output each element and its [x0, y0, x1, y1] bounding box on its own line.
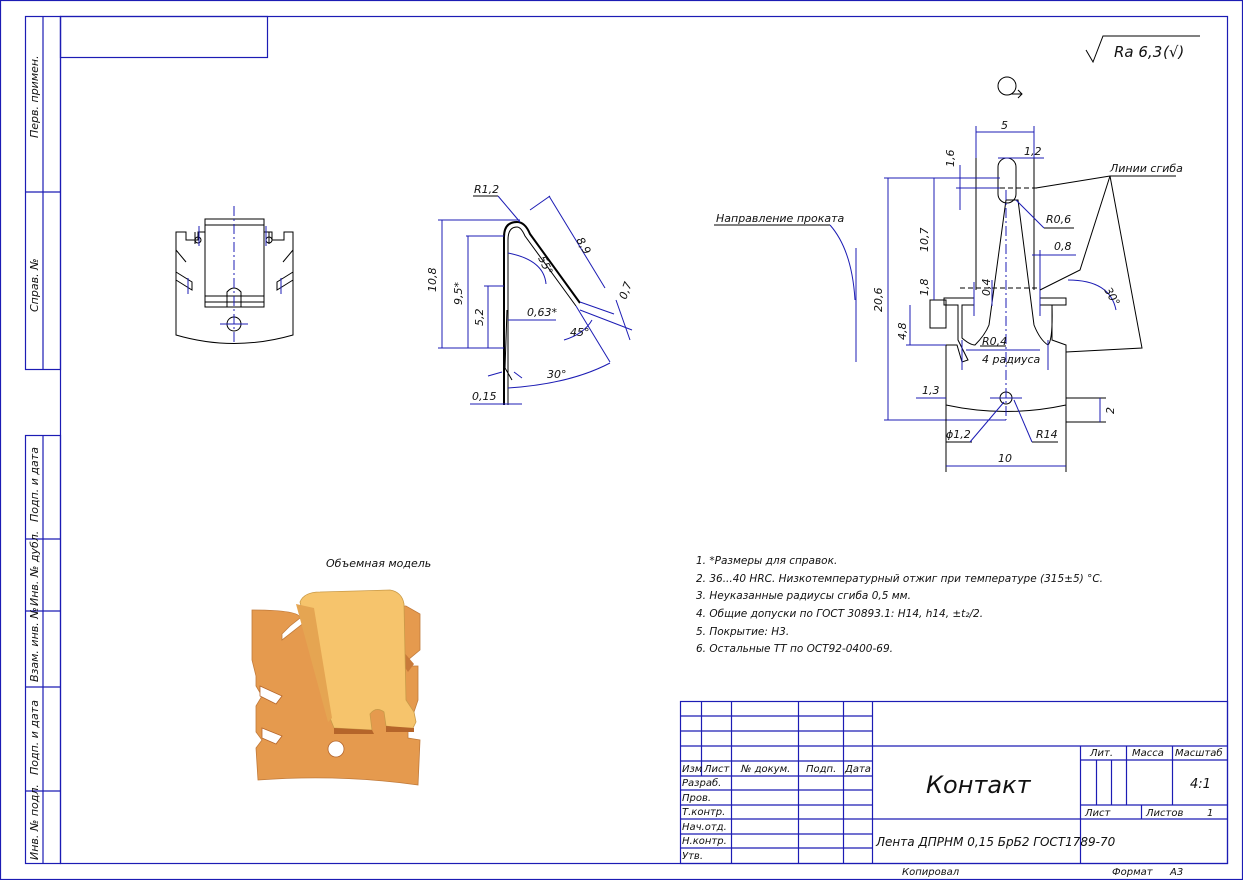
- sheet-label: Лист: [1084, 808, 1112, 819]
- dim-4-8: 4,8: [896, 323, 909, 341]
- col-list: Лист: [703, 764, 731, 775]
- col-podp: Подп.: [806, 764, 836, 775]
- dim-20-6: 20,6: [872, 288, 885, 313]
- role-utv: Утв.: [682, 851, 703, 862]
- title-block: Изм Лист № докум. Подп. Дата Разраб. Про…: [679, 700, 1229, 878]
- roughness-value: Ra 6,3: [1114, 43, 1162, 61]
- note-1: 1. *Размеры для справок.: [696, 555, 837, 567]
- podp-data-label-2: Подп. и дата: [28, 700, 41, 775]
- mass-label: Масса: [1132, 748, 1164, 759]
- roughness-mark: Ra 6,3 (√): [1085, 35, 1200, 64]
- perv-primen-label: Перв. примен.: [28, 55, 41, 138]
- format-label: Формат: [1112, 867, 1154, 878]
- bend-lines-label: Линии сгиба: [1109, 162, 1183, 175]
- rotation-symbol: [997, 76, 1017, 96]
- vzam-inv-label: Взам. инв. №: [28, 607, 41, 682]
- note-3: 3. Неуказанные радиусы сгиба 0,5 мм.: [696, 590, 911, 602]
- dim-10-7: 10,7: [918, 228, 931, 253]
- dim-30-deg: 30°: [547, 368, 567, 381]
- dim-0-63: 0,63*: [527, 306, 557, 319]
- part-name: Контакт: [926, 771, 1032, 799]
- rolling-direction-label: Направление проката: [716, 212, 845, 225]
- col-data: Дата: [844, 764, 871, 775]
- note-6: 6. Остальные ТТ по ОСТ92-0400-69.: [696, 643, 893, 655]
- dim-0-4: 0,4: [980, 279, 993, 297]
- dim-r1-2: R1,2: [474, 183, 499, 196]
- scale-value: 4:1: [1190, 777, 1211, 792]
- sheets-label: Листов: [1145, 808, 1183, 819]
- sheets-value: 1: [1207, 808, 1213, 819]
- top-left-stamp-box: [59, 15, 269, 59]
- part-material: Лента ДПРНМ 0,15 БрБ2 ГОСТ1789-70: [875, 835, 1116, 849]
- copied-label: Копировал: [902, 867, 960, 878]
- role-prov: Пров.: [682, 793, 711, 804]
- dim-5: 5: [1001, 119, 1008, 132]
- dim-1-6: 1,6: [944, 150, 957, 168]
- dim-0-7: 0,7: [617, 280, 635, 301]
- dim-45-deg: 45°: [570, 326, 590, 339]
- model-tongue: [299, 589, 417, 731]
- inv-podl-label: Инв. № подл.: [28, 784, 41, 860]
- note-5: 5. Покрытие: Н3.: [696, 626, 789, 638]
- dim-r0-6: R0,6: [1046, 213, 1071, 226]
- dim-8-9: 8,9: [573, 235, 593, 257]
- dim-4-radii: 4 радиуса: [982, 353, 1041, 366]
- inv-dubl-label: Инв. № дубл.: [28, 531, 41, 606]
- dim-10-8: 10,8: [426, 268, 439, 293]
- side-strip: Перв. примен. Справ. № Подп. и дата Инв.…: [24, 15, 62, 865]
- podp-data-label-1: Подп. и дата: [28, 447, 41, 522]
- model-caption: Объемная модель: [326, 557, 431, 570]
- dim-r0-4: R0,4: [982, 335, 1007, 348]
- role-nachotd: Нач.отд.: [682, 822, 727, 833]
- col-izm: Изм: [682, 764, 703, 775]
- lit-label: Лит.: [1089, 748, 1113, 759]
- dim-r14: R14: [1036, 428, 1058, 441]
- front-view: [175, 206, 294, 345]
- dim-9-5: 9,5*: [452, 282, 465, 305]
- role-tkontr: Т.контр.: [682, 807, 725, 818]
- role-nkontr: Н.контр.: [682, 836, 727, 847]
- model-hole: [327, 740, 345, 758]
- dim-1-8: 1,8: [918, 279, 931, 297]
- model-3d: Объемная модель: [251, 557, 431, 786]
- dim-30-deg-flat: 30°: [1101, 285, 1122, 308]
- profile-view: 10,8 9,5* 5,2 0,63* R1,2 8,9 55° 0,7 45°…: [426, 183, 635, 405]
- dim-0-15: 0,15: [472, 390, 497, 403]
- dim-0-8: 0,8: [1054, 240, 1072, 253]
- col-dokum: № докум.: [740, 764, 790, 775]
- dim-2: 2: [1104, 407, 1117, 414]
- roughness-suffix: (√): [1163, 43, 1184, 61]
- format-value: А3: [1169, 867, 1183, 878]
- role-razrab: Разраб.: [682, 777, 721, 789]
- note-4: 4. Общие допуски по ГОСТ 30893.1: H14, h…: [696, 608, 983, 620]
- dim-1-2: 1,2: [1024, 145, 1042, 158]
- dim-5-2: 5,2: [473, 309, 486, 327]
- dim-1-3: 1,3: [922, 384, 940, 397]
- dim-dia-1-2: ϕ1,2: [946, 428, 971, 441]
- note-2: 2. 36...40 HRC. Низкотемпературный отжиг…: [696, 573, 1103, 585]
- scale-label: Масштаб: [1175, 747, 1223, 759]
- dim-10: 10: [998, 452, 1012, 465]
- flat-pattern-view: Направление проката Линии сгиба 5 1,2 1,…: [714, 76, 1183, 472]
- sprav-no-label: Справ. №: [28, 258, 41, 312]
- technical-notes: 1. *Размеры для справок. 2. 36...40 HRC.…: [696, 555, 1103, 655]
